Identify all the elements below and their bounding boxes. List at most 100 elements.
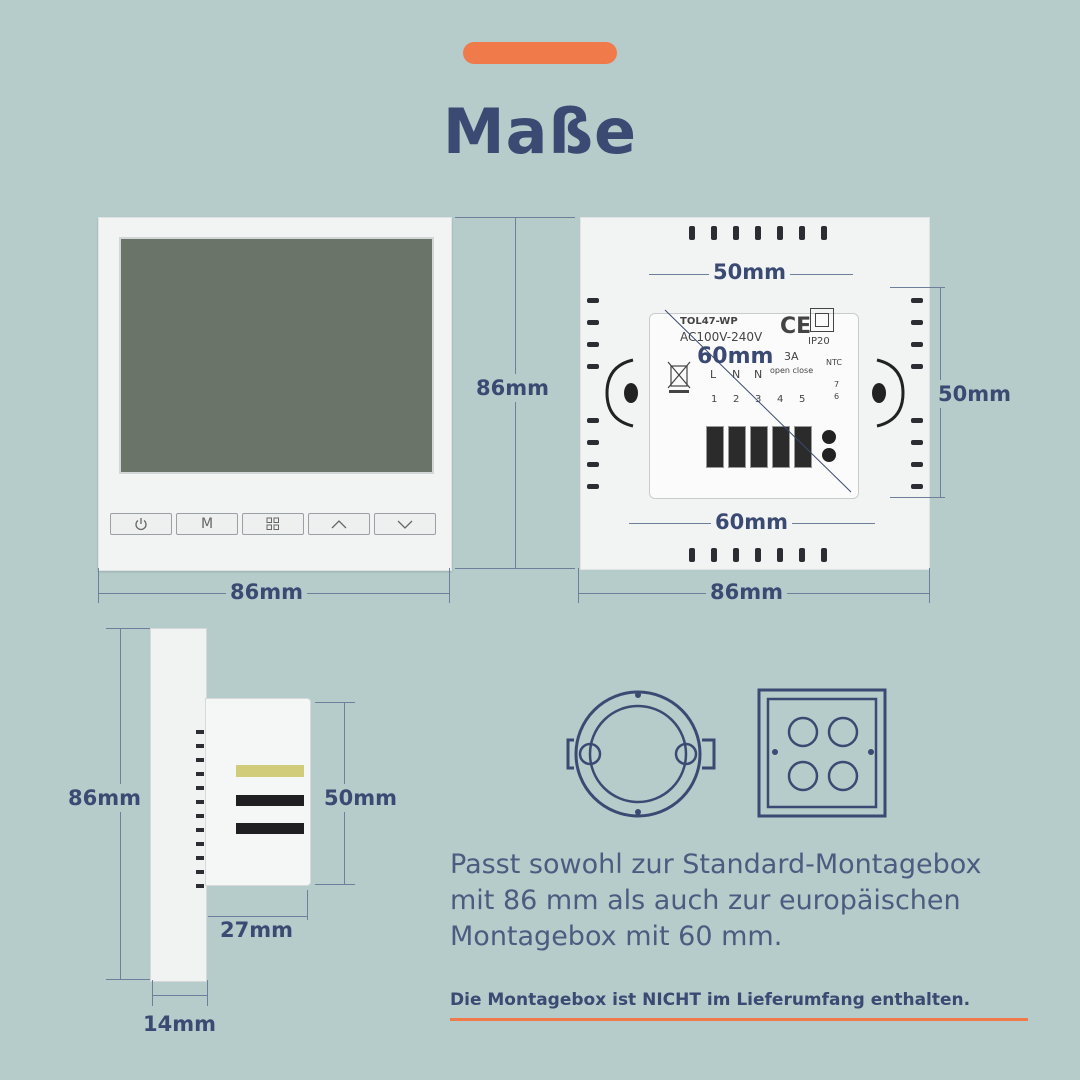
accent-bar xyxy=(463,42,617,64)
vent-slot xyxy=(587,342,599,347)
vent-slot xyxy=(587,440,599,445)
vent-slot xyxy=(911,418,923,423)
front-width-label: 86mm xyxy=(226,580,307,604)
power-button[interactable] xyxy=(110,513,172,535)
diagonal-label: 60mm xyxy=(697,344,774,369)
dimension-tick xyxy=(315,702,355,703)
vent-slot xyxy=(711,226,717,240)
vent-slot xyxy=(689,226,695,240)
vent-slot xyxy=(911,364,923,369)
vent-slot xyxy=(755,548,761,562)
double-insulation-icon xyxy=(810,308,834,332)
side-plate-depth-line xyxy=(152,995,208,996)
side-body-depth-label: 27mm xyxy=(220,918,293,942)
lcd-screen xyxy=(119,237,434,474)
vent-slot xyxy=(821,548,827,562)
dimension-tick xyxy=(106,628,150,629)
terminal-top-l: L xyxy=(710,368,717,381)
dimension-tick xyxy=(578,568,579,603)
ntc-pin-7: 7 xyxy=(834,380,840,389)
side-body-height-label: 50mm xyxy=(322,784,399,812)
side-plate-depth-label: 14mm xyxy=(143,1012,216,1036)
current-rating: 3A xyxy=(784,350,799,363)
thermostat-front: M xyxy=(98,217,452,571)
terminal-num-4: 4 xyxy=(777,394,784,405)
thermostat-back: TOL47-WP AC100V-240V CE IP20 3A L N N op… xyxy=(580,217,930,570)
vent-slot xyxy=(799,226,805,240)
vent-slot xyxy=(733,548,739,562)
page-title: Maße xyxy=(442,95,638,168)
chevron-up-icon xyxy=(331,520,347,529)
side-height-label: 86mm xyxy=(66,784,143,812)
menu-button[interactable] xyxy=(242,513,304,535)
back-width-label: 86mm xyxy=(706,580,787,604)
vent-slot xyxy=(236,795,304,806)
vent-slot xyxy=(587,484,599,489)
dimension-tick xyxy=(207,980,208,1006)
round-mounting-box-icon xyxy=(566,690,716,818)
dimension-tick xyxy=(315,884,355,885)
hole-spacing-bottom-label: 60mm xyxy=(711,510,792,534)
terminal-block-2 xyxy=(728,426,746,468)
dimension-tick xyxy=(455,217,575,218)
terminal-block-3 xyxy=(750,426,768,468)
vent-slot xyxy=(911,440,923,445)
mode-button[interactable]: M xyxy=(176,513,238,535)
note-underline xyxy=(450,1018,1028,1021)
vent-slot xyxy=(911,462,923,467)
weee-bin-icon xyxy=(667,361,691,393)
up-button[interactable] xyxy=(308,513,370,535)
dimension-tick xyxy=(890,497,945,498)
compatibility-description: Passt sowohl zur Standard-Montagebox mit… xyxy=(450,849,982,952)
side-vent-teeth xyxy=(196,720,204,890)
grid-icon xyxy=(266,517,279,530)
dimension-tick xyxy=(449,568,450,603)
vent-slot xyxy=(733,226,739,240)
terminal-top-n1: N xyxy=(732,368,741,381)
vent-slot xyxy=(911,342,923,347)
terminal-num-1: 1 xyxy=(711,394,718,405)
vent-slot xyxy=(711,548,717,562)
vent-slot xyxy=(777,548,783,562)
ntc-pin-6: 6 xyxy=(834,392,840,401)
side-front-plate xyxy=(150,628,207,982)
hole-spacing-h-label: 50mm xyxy=(709,260,790,284)
terminal-num-5: 5 xyxy=(799,394,806,405)
ntc-terminal xyxy=(822,430,836,444)
down-button[interactable] xyxy=(374,513,436,535)
side-body-depth-line xyxy=(208,916,308,917)
square-mounting-box-icon xyxy=(757,688,887,818)
vent-slot xyxy=(821,226,827,240)
terminal-block-1 xyxy=(706,426,724,468)
vent-slot xyxy=(587,298,599,303)
chevron-down-icon xyxy=(397,520,413,529)
dimension-tick xyxy=(929,568,930,603)
ntc-label: NTC xyxy=(826,358,842,367)
vent-slot xyxy=(587,364,599,369)
dimension-tick xyxy=(307,890,308,920)
scope-of-delivery-note: Die Montagebox ist NICHT im Lieferumfang… xyxy=(450,990,971,1010)
terminal-block-4 xyxy=(772,426,790,468)
ip-rating: IP20 xyxy=(808,336,830,347)
power-icon xyxy=(135,518,147,531)
hole-spacing-v-label: 50mm xyxy=(936,380,1013,408)
vent-slot xyxy=(587,418,599,423)
ce-mark: CE xyxy=(780,314,812,339)
vent-slot xyxy=(777,226,783,240)
vent-slot xyxy=(236,823,304,834)
terminal-top-n2: N xyxy=(754,368,763,381)
model-label: TOL47-WP xyxy=(680,316,738,327)
dimension-tick xyxy=(890,287,945,288)
side-vent-board xyxy=(236,765,304,777)
terminal-num-2: 2 xyxy=(733,394,740,405)
dimension-tick xyxy=(152,980,153,1006)
front-height-label: 86mm xyxy=(474,374,551,402)
relay-module: TOL47-WP AC100V-240V CE IP20 3A L N N op… xyxy=(649,308,859,499)
screw-mount-right xyxy=(872,358,905,428)
vent-slot xyxy=(587,462,599,467)
vent-slot xyxy=(911,320,923,325)
diagonal-dimension-line xyxy=(664,309,852,493)
vent-slot xyxy=(911,298,923,303)
open-close-label: open close xyxy=(770,366,814,375)
dimension-tick xyxy=(98,568,99,603)
